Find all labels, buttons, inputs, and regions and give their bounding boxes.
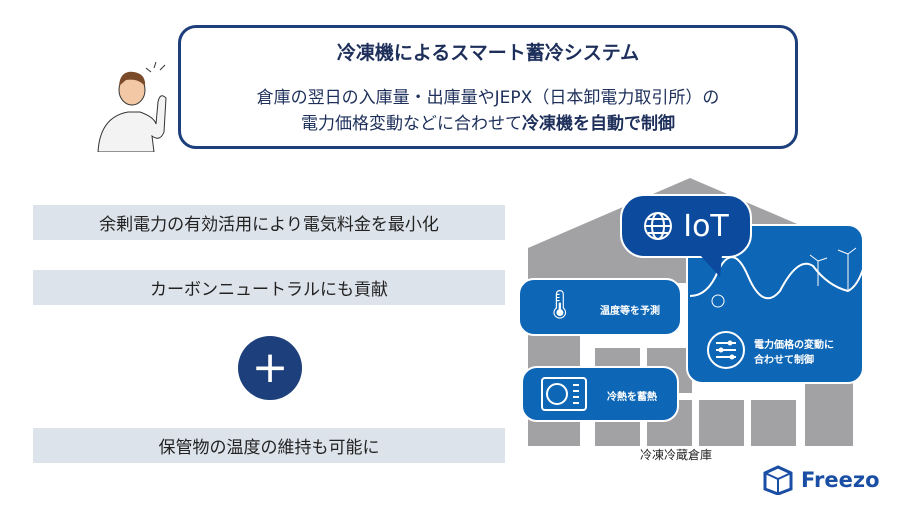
system-description-line1: 倉庫の翌日の入庫量・出庫量やJEPX（日本卸電力取引所）の — [256, 88, 720, 108]
person-illustration — [97, 62, 167, 152]
iot-bubble: IoT — [620, 194, 752, 258]
control-label-line2: 合わせて制御 — [754, 355, 814, 366]
description-plain: 電力価格変動などに合わせて — [301, 114, 522, 134]
benefit-bar: カーボンニュートラルにも貢献 — [33, 270, 505, 305]
system-summary-box: 冷凍機によるスマート蓄冷システム 倉庫の翌日の入庫量・出庫量やJEPX（日本卸電… — [178, 25, 798, 149]
freezo-cube-icon — [763, 465, 793, 495]
benefit-bar: 余剰電力の有効活用により電気料金を最小化 — [33, 205, 505, 240]
cooling-unit-icon — [541, 377, 587, 411]
storage-label: 冷熱を蓄熱 — [607, 392, 657, 403]
plus-icon: + — [238, 336, 302, 400]
globe-icon — [644, 212, 673, 240]
forecast-label: 温度等を予測 — [600, 306, 660, 317]
control-label-line1: 電力価格の変動に — [754, 340, 834, 351]
sliders-icon — [707, 331, 745, 369]
thermometer-icon: 🌡 — [542, 288, 578, 321]
description-bold: 冷凍機を自動で制御 — [522, 114, 675, 134]
warehouse-label: 冷凍冷蔵倉庫 — [640, 448, 713, 462]
freezo-logo: Freezo — [763, 465, 880, 495]
brand-name: Freezo — [801, 468, 880, 492]
iot-label: IoT — [683, 208, 729, 244]
system-title: 冷凍機によるスマート蓄冷システム — [336, 42, 640, 64]
bubble-tail — [700, 255, 722, 277]
system-description-line2: 電力価格変動などに合わせて冷凍機を自動で制御 — [181, 111, 795, 137]
forecast-card: 🌡 温度等を予測 — [518, 278, 682, 336]
storage-card: 冷熱を蓄熱 — [521, 366, 679, 422]
control-card: 電力価格の変動に 合わせて制御 — [686, 224, 864, 384]
benefit-bar: 保管物の温度の維持も可能に — [33, 428, 505, 463]
